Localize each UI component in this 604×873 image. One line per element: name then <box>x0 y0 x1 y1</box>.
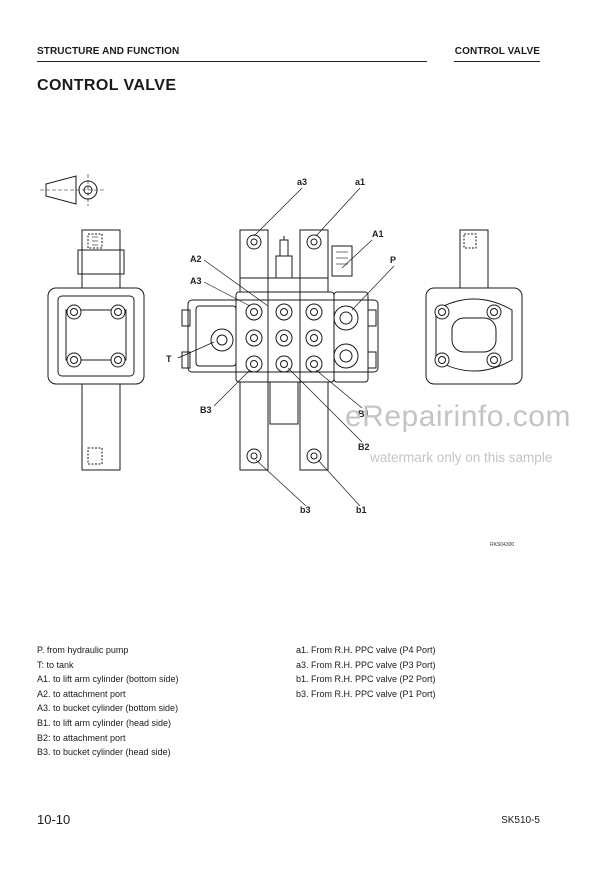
label-B2: B2 <box>358 442 370 452</box>
leader-lines <box>177 187 395 507</box>
drawing-code: RKS04300 <box>490 542 514 548</box>
label-b1: b1 <box>356 505 367 515</box>
legend-item: P. from hydraulic pump <box>37 645 129 655</box>
control-valve-diagram: a3 a1 A1 P A2 A3 T B3 B1 B2 b3 b1 RKS043… <box>40 174 523 548</box>
header-rule-left <box>37 61 427 62</box>
legend-ports: P. from hydraulic pump T: to tank A1. to… <box>37 643 179 760</box>
label-T: T <box>166 354 172 364</box>
legend-item: A1. to lift arm cylinder (bottom side) <box>37 674 179 685</box>
legend-item: b3. From R.H. PPC valve (P1 Port) <box>296 688 436 699</box>
front-view <box>181 229 379 471</box>
label-A1: A1 <box>372 229 384 239</box>
legend-item: B1. to lift arm cylinder (head side) <box>37 717 172 728</box>
model-number: SK510-5 <box>501 815 540 826</box>
label-A3: A3 <box>190 276 202 286</box>
legend-item: T: to tank <box>37 659 74 670</box>
header-rule-right <box>454 61 540 62</box>
label-B3: B3 <box>200 405 212 415</box>
legend-item: B2: to attachment port <box>37 732 126 743</box>
label-B1: B1 <box>358 409 370 419</box>
legend-item: A3. to bucket cylinder (bottom side) <box>37 703 179 714</box>
watermark-main: eRepairinfo.com <box>345 400 571 433</box>
page-number: 10-10 <box>37 812 71 827</box>
legend-item: b1. From R.H. PPC valve (P2 Port) <box>296 674 436 685</box>
label-a3: a3 <box>297 177 307 187</box>
projection-symbol <box>40 174 104 206</box>
left-side-view <box>47 229 145 471</box>
label-P: P <box>390 255 396 265</box>
section-header: STRUCTURE AND FUNCTION <box>37 46 180 57</box>
right-side-view <box>425 229 523 385</box>
label-b3: b3 <box>300 505 311 515</box>
label-a1: a1 <box>355 177 365 187</box>
label-A2: A2 <box>190 254 202 264</box>
legend-pilot-ports: a1. From R.H. PPC valve (P4 Port) a3. Fr… <box>296 643 436 701</box>
page-title: CONTROL VALVE <box>37 77 177 94</box>
legend-item: a1. From R.H. PPC valve (P4 Port) <box>296 645 436 655</box>
legend-item: B3. to bucket cylinder (head side) <box>37 747 171 758</box>
legend-item: a3. From R.H. PPC valve (P3 Port) <box>296 659 436 670</box>
topic-header: CONTROL VALVE <box>454 46 540 57</box>
legend-item: A2. to attachment port <box>37 688 126 699</box>
watermark-sub: watermark only on this sample <box>370 450 553 465</box>
